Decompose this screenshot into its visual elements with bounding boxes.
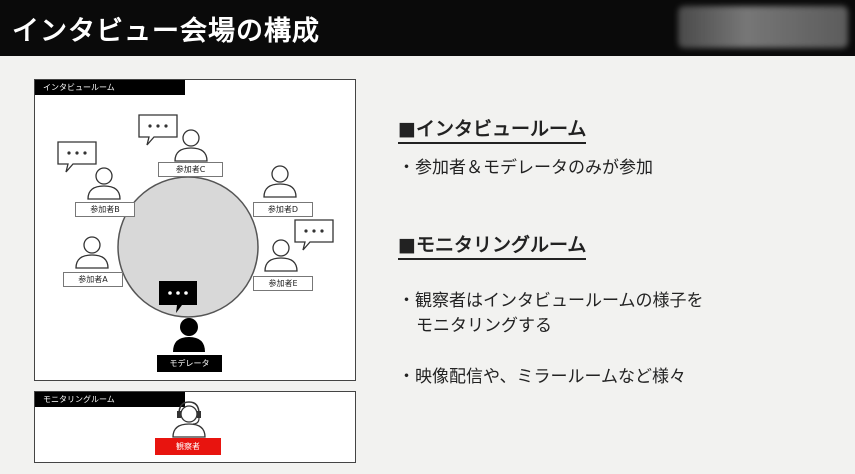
person-icon-c xyxy=(174,129,208,162)
monitoring-bullet-1-line-1: ・観察者はインタビュールームの様子を xyxy=(398,291,704,311)
page-title: インタビュー会場の構成 xyxy=(12,16,320,47)
monitoring-room-heading: ■モニタリングルーム xyxy=(398,233,587,260)
speech-bubble-e xyxy=(294,219,334,251)
table-circle xyxy=(117,176,259,318)
slide-header: インタビュー会場の構成 xyxy=(0,0,855,56)
blurred-logo xyxy=(678,6,848,48)
participant-b-label: 参加者B xyxy=(75,202,135,217)
person-icon-e xyxy=(264,239,298,272)
interview-room-tag: インタビュールーム xyxy=(35,80,185,95)
observer-label: 観察者 xyxy=(155,438,221,455)
speech-bubble-moderator xyxy=(159,281,197,313)
speech-bubble-b xyxy=(57,141,97,173)
person-icon-d xyxy=(263,165,297,198)
person-icon-moderator xyxy=(173,318,205,352)
monitoring-room-tag: モニタリングルーム xyxy=(35,392,185,407)
interview-room-heading: ■インタビュールーム xyxy=(398,117,587,144)
moderator-label: モデレータ xyxy=(157,355,222,372)
participant-c-label: 参加者C xyxy=(158,162,223,177)
participant-a-label: 参加者A xyxy=(63,272,123,287)
participant-e-label: 参加者E xyxy=(253,276,313,291)
monitoring-bullet-1-line-2: モニタリングする xyxy=(416,316,552,336)
monitoring-bullet-2: ・映像配信や、ミラールームなど様々 xyxy=(398,367,686,387)
person-icon-a xyxy=(75,236,109,269)
interview-room-bullet: ・参加者＆モデレータのみが参加 xyxy=(398,158,653,178)
person-icon-b xyxy=(87,167,121,200)
headset-person-icon xyxy=(172,401,206,438)
speech-bubble-c xyxy=(138,114,178,146)
participant-d-label: 参加者D xyxy=(253,202,313,217)
